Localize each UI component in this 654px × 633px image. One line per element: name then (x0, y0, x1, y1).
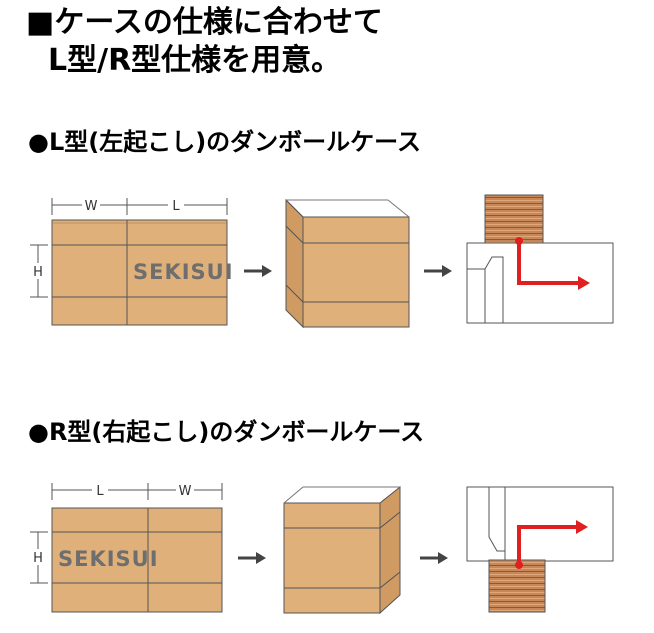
r-type-diagram: L W H SEKISUI (30, 482, 614, 615)
l-sekisui-logo: SEKISUI (133, 260, 234, 284)
r-flat-blank: L W H SEKISUI (30, 482, 223, 613)
l-dim-w-label: W (85, 199, 98, 214)
l-flat-blank: W L H SEKISUI (30, 197, 234, 326)
r-sekisui-logo: SEKISUI (58, 547, 159, 571)
r-step-arrow-1 (238, 552, 266, 564)
heading-line-1: ■ケースの仕様に合わせて (26, 5, 383, 40)
r-dim-h-label: H (33, 551, 43, 566)
l-dim-l-label: L (172, 199, 180, 214)
l-type-diagram: W L H SEKISUI (30, 194, 614, 329)
l-dim-h-label: H (33, 265, 43, 280)
r-dim-w-label: W (179, 484, 192, 499)
l-wall-brick (484, 194, 544, 246)
l-insert-arrow (517, 241, 580, 285)
l-step-arrow-1 (244, 265, 272, 277)
l-folded-box (285, 198, 410, 329)
l-step-arrow-2 (424, 265, 452, 277)
section-title-r-type: ●R型(右起こし)のダンボールケース (28, 418, 425, 446)
section-title-l-type: ●L型(左起こし)のダンボールケース (28, 128, 421, 156)
l-insertion-view (466, 194, 614, 324)
r-insert-arrow (517, 525, 578, 565)
r-insertion-view (466, 486, 614, 613)
r-step-arrow-2 (420, 552, 448, 564)
heading-line-2: L型/R型仕様を用意。 (48, 43, 342, 78)
r-folded-box (283, 485, 401, 615)
r-dim-l-label: L (96, 484, 104, 499)
